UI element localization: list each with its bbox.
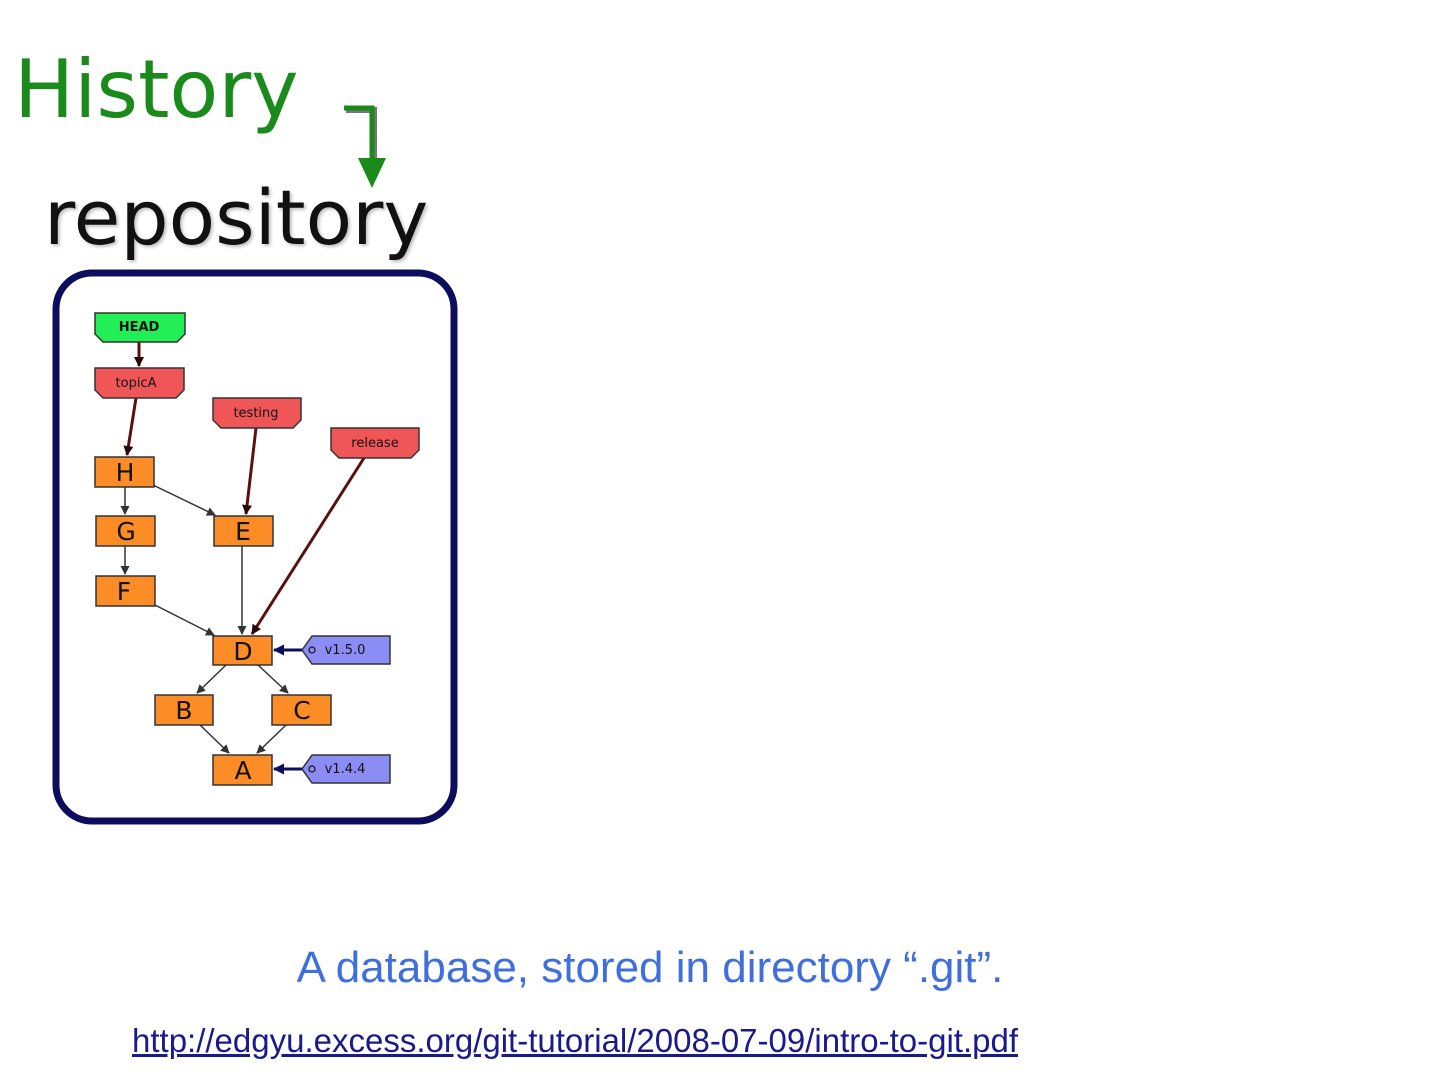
commit-b-label: B: [175, 696, 192, 725]
edge-release-d: [250, 457, 366, 635]
commit-a-label: A: [234, 756, 251, 785]
ref-topica-label: topicA: [116, 376, 157, 391]
tag-v150: v1.5.0: [301, 635, 391, 665]
commit-b: B: [154, 694, 214, 726]
ref-release-label: release: [351, 436, 398, 451]
ref-head-label: HEAD: [119, 320, 160, 335]
ref-testing-label: testing: [233, 406, 278, 421]
edge-b-a: [199, 724, 230, 754]
edge-d-c: [257, 664, 289, 694]
source-link[interactable]: http://edgyu.excess.org/git-tutorial/200…: [132, 1022, 1018, 1059]
commit-h: H: [94, 456, 155, 488]
commit-f: F: [95, 575, 156, 607]
edge-d-b: [196, 664, 227, 694]
ref-testing: testing: [212, 397, 302, 429]
tag-v150-label: v1.5.0: [325, 643, 366, 658]
edge-f-d: [152, 603, 215, 636]
edge-c-a: [256, 724, 287, 754]
commit-c: C: [271, 694, 332, 726]
tag-hole-icon: [308, 646, 316, 654]
commit-d: D: [212, 635, 273, 666]
tag-hole-icon: [308, 765, 316, 773]
commit-c-label: C: [293, 696, 310, 725]
edge-testing-e: [242, 427, 258, 515]
ref-topica: topicA: [94, 367, 185, 399]
commit-g-label: G: [116, 517, 135, 546]
slide-title: History: [14, 43, 299, 136]
edge-h-e: [152, 484, 216, 516]
ref-head: HEAD: [94, 312, 186, 343]
repository-diagram: HEAD topicA testing release H G E F D B …: [52, 269, 458, 825]
tag-v144-label: v1.4.4: [325, 762, 366, 777]
tag-v144: v1.4.4: [301, 754, 391, 784]
commit-a: A: [212, 754, 273, 786]
caption-text: A database, stored in directory “.git”.: [296, 943, 1004, 992]
commit-h-label: H: [116, 458, 135, 487]
commit-e-label: E: [235, 517, 251, 546]
repository-label: repository: [44, 173, 429, 262]
commit-f-label: F: [117, 577, 131, 606]
ref-release: release: [330, 427, 420, 459]
commit-d-label: D: [233, 637, 252, 666]
commit-g: G: [95, 515, 156, 547]
arrow-down-icon: [344, 105, 386, 188]
repository-frame: [52, 269, 458, 825]
commit-e: E: [213, 515, 274, 547]
edge-topica-h: [123, 397, 138, 456]
